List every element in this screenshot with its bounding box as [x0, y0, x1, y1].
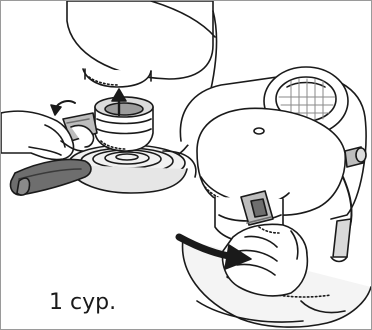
- left-filter-holder: [63, 97, 153, 151]
- caption-label: 1 cyp.: [49, 290, 116, 315]
- curved-rotate-arrow-icon: [51, 101, 75, 115]
